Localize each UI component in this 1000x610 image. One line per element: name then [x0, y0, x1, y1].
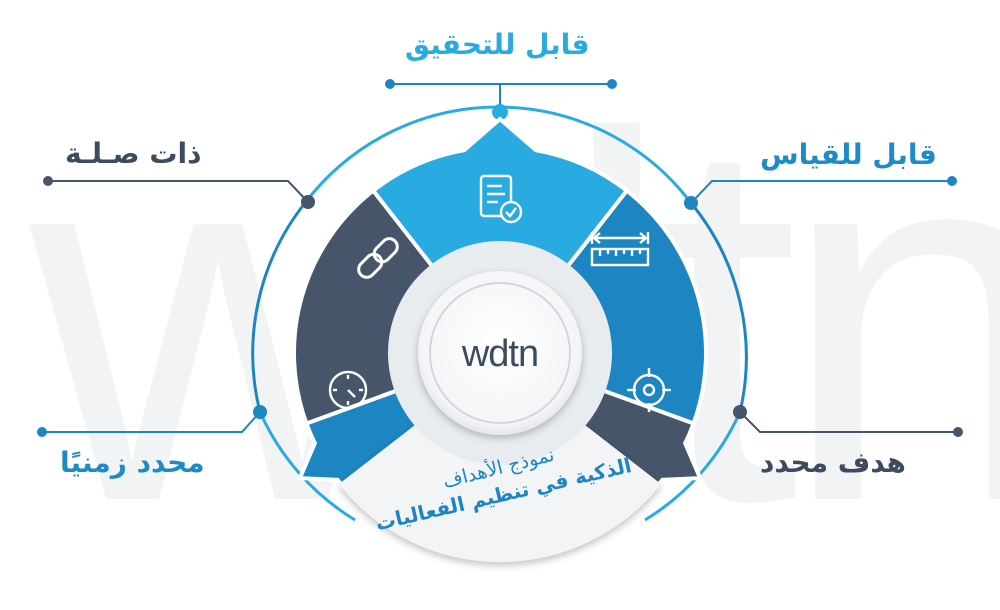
connector-top-left	[48, 180, 309, 203]
dot-top-stem	[492, 104, 508, 120]
hub	[418, 271, 582, 435]
label-time-bound: محدد زمنيًا	[60, 446, 205, 479]
dot-right-end	[947, 176, 957, 186]
target-icon	[627, 368, 671, 412]
connector-top-right	[690, 180, 952, 204]
dot-bottom-right-end	[953, 427, 963, 437]
dot-bottom-right-arc	[733, 405, 747, 419]
dot-bottom-left-end	[37, 427, 47, 437]
outer-arc-bottom-right	[644, 411, 742, 522]
label-relevant: ذات صـلـة	[65, 137, 202, 170]
hub-inner-ring	[429, 282, 571, 424]
dot-top-left-end	[385, 79, 395, 89]
dot-left-arc	[301, 195, 315, 209]
dot-right-arc	[684, 196, 698, 210]
label-measurable: قابل للقياس	[760, 138, 937, 171]
outer-arc-right	[689, 202, 748, 413]
clipboard-check-icon	[479, 174, 523, 224]
link-icon	[357, 237, 399, 279]
label-specific: هدف محدد	[760, 446, 906, 479]
outer-arc-left	[251, 202, 307, 413]
dot-left-end	[43, 176, 53, 186]
ruler-icon	[590, 232, 650, 267]
dot-top-right-end	[607, 79, 617, 89]
label-achievable: قابل للتحقيق	[405, 28, 590, 61]
dot-bottom-left-arc	[253, 405, 267, 419]
bottom-caption-area	[339, 425, 661, 563]
outer-arc-bottom-left	[258, 411, 356, 522]
clock-icon	[328, 370, 368, 410]
connector-bottom-right	[739, 411, 958, 433]
hub-logo: wdtn	[461, 333, 538, 375]
connector-bottom-left	[42, 411, 261, 433]
